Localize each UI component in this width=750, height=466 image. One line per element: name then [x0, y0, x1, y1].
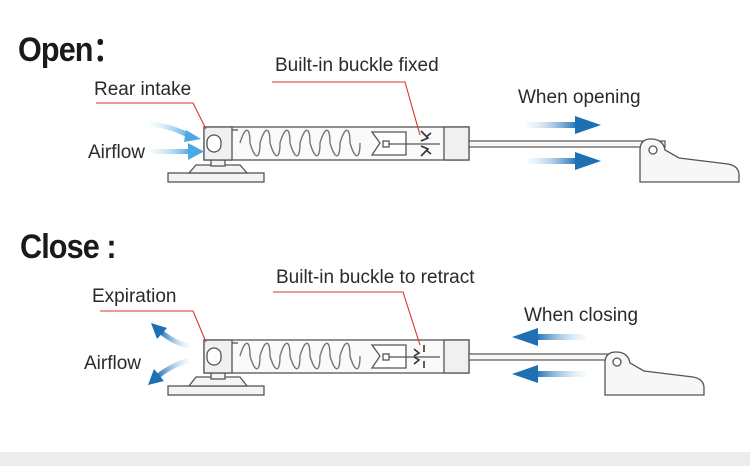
close-assembly: [100, 291, 705, 396]
hinge-bracket-icon: [604, 351, 705, 396]
piston-rod: [468, 353, 622, 361]
air-spring-cylinder-icon: [203, 126, 470, 161]
open-heading: Open：: [18, 31, 123, 69]
rear-intake-label: Rear intake: [94, 79, 192, 100]
mounting-base-icon: [167, 370, 265, 396]
open-airflow-label: Airflow: [88, 142, 146, 163]
leader-lines: [100, 291, 421, 346]
leader-lines: [96, 81, 421, 136]
mounting-base-icon: [167, 157, 265, 183]
close-airflow-label: Airflow: [84, 353, 142, 374]
air-arrow-icon: [149, 121, 204, 160]
buckle-icon: [413, 345, 425, 368]
air-arrow-icon: [527, 116, 601, 170]
buckle-icon: [420, 130, 432, 157]
open-assembly: [96, 81, 740, 183]
air-arrow-icon: [512, 328, 586, 383]
buckle-retract-label: Built-in buckle to retract: [276, 267, 475, 288]
expiration-label: Expiration: [92, 286, 177, 307]
when-opening-label: When opening: [518, 87, 641, 108]
air-arrow-icon: [148, 323, 191, 385]
piston-rod: [468, 140, 666, 148]
when-closing-label: When closing: [524, 305, 639, 326]
buckle-fixed-label: Built-in buckle fixed: [275, 55, 439, 76]
bottom-strip: [0, 452, 750, 466]
hinge-bracket-icon: [639, 138, 740, 183]
air-spring-cylinder-icon: [203, 339, 470, 374]
close-heading: Close :: [20, 228, 117, 266]
